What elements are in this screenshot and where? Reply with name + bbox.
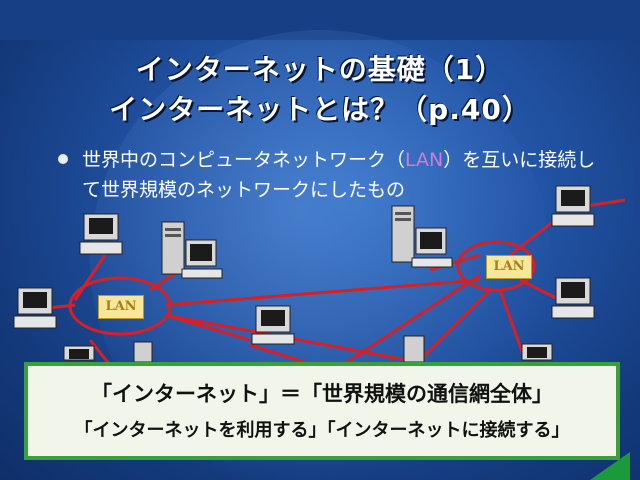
title-line-1: インターネットの基礎（1） (135, 53, 505, 86)
desktop-computer-icon (551, 277, 595, 319)
top-band (0, 0, 640, 40)
server-computer-icon (403, 335, 425, 363)
lan-badge-right: LAN (486, 255, 532, 279)
desktop-computer-icon (551, 185, 595, 227)
desktop-computer-icon (63, 345, 95, 361)
definition-box: 「インターネット」＝「世界規模の通信網全体」 「インターネットを利用する」「イン… (24, 362, 620, 460)
bullet-lan-word: LAN (405, 149, 444, 171)
corner-accent (590, 452, 630, 480)
lan-ring-left (68, 276, 172, 336)
definition-line-1: 「インターネット」＝「世界規模の通信網全体」 (91, 382, 553, 406)
server-computer-icon (133, 341, 153, 363)
bullet-text: 世界中のコンピュータネットワーク（LAN）を互いに接続して世界規模のネットワーク… (82, 145, 602, 205)
desktop-computer-icon (13, 287, 57, 329)
desktop-computer-icon (79, 213, 123, 255)
bullet-point-icon (58, 154, 68, 164)
lan-ring-right (456, 240, 536, 292)
bullet-text-after: ）を互いに接続して世界規模のネットワークにしたもの (82, 149, 596, 201)
server-computer-icon (161, 221, 223, 279)
definition-line-2: 「インターネットを利用する」「インターネットに接続する」 (74, 420, 570, 441)
server-computer-icon (391, 205, 453, 268)
desktop-computer-icon (251, 305, 295, 345)
bullet-text-before: 世界中のコンピュータネットワーク（ (82, 149, 406, 171)
lan-badge-left: LAN (98, 295, 144, 319)
title-line-2: インターネットとは？（p.40） (109, 93, 531, 126)
desktop-computer-icon (521, 343, 553, 361)
